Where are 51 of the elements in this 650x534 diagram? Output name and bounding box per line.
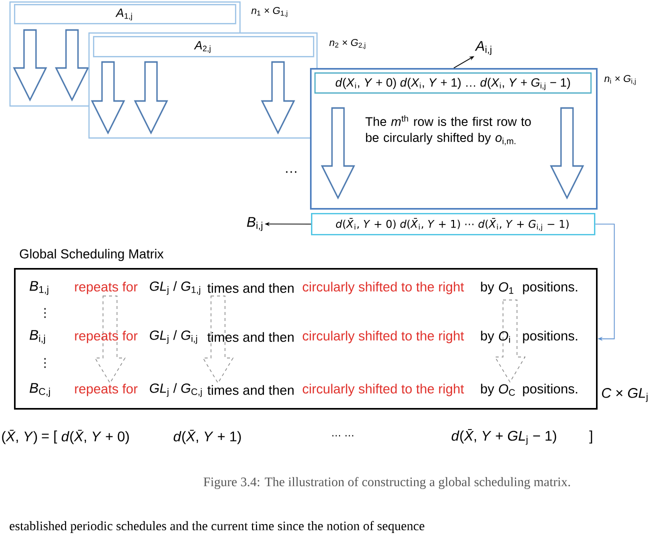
body-text: positions. <box>523 282 578 294</box>
matrix-title: Global Scheduling Matrix <box>20 248 164 262</box>
row-label: B$_{C,j}$ <box>30 383 50 397</box>
offset-text: O$_{i}$ <box>498 331 510 343</box>
ratio-text: GL$_{j}$ / G$_{1,j}$ <box>150 281 200 295</box>
body-text: times and then <box>207 283 294 293</box>
header-row: A$_{2,j}$ <box>93 36 314 58</box>
body-text: positions. <box>523 384 578 396</box>
repeat-text: repeats for <box>75 384 138 396</box>
offset-text: O$_{1}$ <box>498 282 514 294</box>
dimension-label: n$_{1}$ × G$_{1,j}$ <box>251 6 288 18</box>
dimension-label: n$_{2}$ × G$_{2,j}$ <box>329 38 366 50</box>
matrix-label: B$_{i,j}$ <box>246 217 262 231</box>
row-label: B$_{1,j}$ <box>30 281 48 295</box>
row-box: d(X̄$_{i}$, Y + 0) d(X̄$_{i}$, Y + 1) ⋯ d(X̄$_{i}$, Y + G$_{i,j}$ − 1) <box>311 212 596 236</box>
equation-term: d(X̄, Y + GL$_{j}$ − 1) <box>452 429 556 445</box>
shift-text: circularly shifted to the right <box>302 282 464 294</box>
ellipsis: … <box>286 171 296 173</box>
body-text: by <box>481 384 494 396</box>
dimension-label: C × GL$_{j}$ <box>602 388 648 402</box>
body-text: times and then <box>207 385 294 395</box>
repeat-text: repeats for <box>75 330 138 344</box>
equation-term: d(X̄, Y + 0) <box>62 430 129 444</box>
body-text: established periodic schedules and the current time since the notion of sequence <box>10 521 424 533</box>
matrix-panel <box>310 68 598 210</box>
body-text: by <box>481 282 494 294</box>
body-text: by <box>481 330 494 344</box>
vertical-ellipsis: ⋮ <box>44 308 46 318</box>
ratio-text: GL$_{j}$ / G$_{C,j}$ <box>150 383 202 397</box>
row-label: B$_{i,j}$ <box>30 330 45 344</box>
matrix-label: A$_{i,j}$ <box>474 41 492 55</box>
equation-term: = [ <box>42 430 58 444</box>
shift-text: circularly shifted to the right <box>302 384 464 396</box>
equation-term: (X̄, Y) <box>2 430 37 444</box>
ellipsis: ⋯ ⋯ <box>332 435 354 436</box>
shift-text: circularly shifted to the right <box>302 330 464 344</box>
body-text: positions. <box>523 330 578 344</box>
header-row: A$_{1,j}$ <box>14 4 236 24</box>
body-text: times and then <box>207 332 294 342</box>
note-text: The m$^{th}$ row is the first row to be circularly shifted by o$_{i,m.}$ <box>365 115 531 146</box>
arrow <box>594 224 615 341</box>
offset-text: O$_{C}$ <box>498 384 515 396</box>
equation-term: d(X̄, Y + 1) <box>174 430 241 444</box>
figure-caption: Figure 3.4: The illustration of constructing a global scheduling matrix. <box>204 477 570 489</box>
ratio-text: GL$_{j}$ / G$_{i,j}$ <box>150 330 198 344</box>
equation-term: ] <box>589 430 592 444</box>
header-row: d(X$_{i}$, Y + 0) d(X$_{i}$, Y + 1) … d(X$_{i}$, Y + G$_{i,j}$ − 1) <box>314 72 592 94</box>
repeat-text: repeats for <box>75 282 138 294</box>
dimension-label: n$_{i}$ × G$_{i,j}$ <box>604 74 636 86</box>
vertical-ellipsis: ⋮ <box>44 358 46 368</box>
matrix-box <box>14 248 598 410</box>
